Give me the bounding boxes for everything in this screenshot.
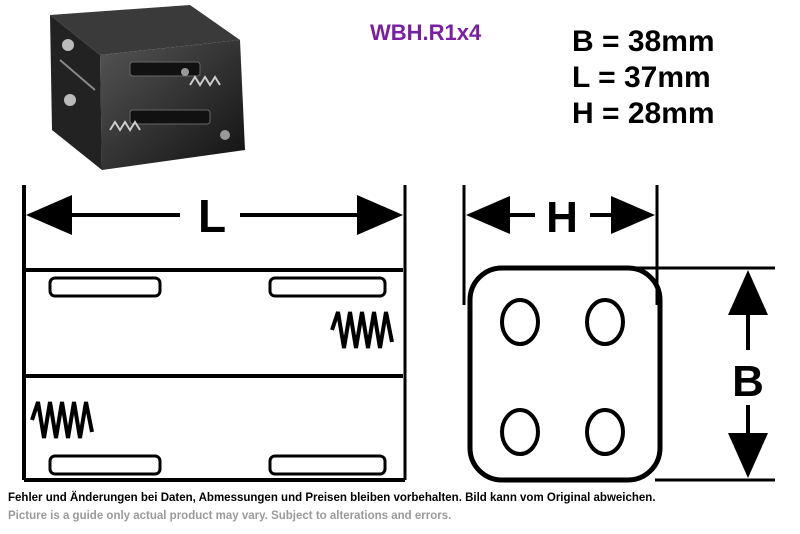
h-arrow-right: [611, 196, 655, 234]
label-b: B: [732, 357, 764, 406]
contact-hole-top-right: [585, 298, 625, 346]
bottom-slot-left: [48, 454, 162, 476]
technical-drawing: L H B: [22, 185, 775, 483]
bottom-slot-right: [268, 454, 387, 476]
h-arrow-left: [466, 196, 510, 234]
dimensions-list: B = 38mm L = 37mm H = 28mm: [572, 24, 715, 132]
b-arrow-bottom: [728, 433, 768, 478]
contact-hole-bottom-left: [500, 408, 540, 456]
label-h: H: [546, 193, 578, 242]
end-view-body: [467, 265, 663, 483]
dimension-b: B = 38mm: [572, 25, 715, 58]
battery-holder-photo: [50, 5, 245, 170]
spring-upper: [330, 311, 394, 349]
dimension-l: L = 37mm: [572, 61, 711, 94]
disclaimer-german: Fehler und Änderungen bei Daten, Abmessu…: [8, 492, 656, 504]
top-slot-left: [48, 276, 162, 298]
label-l: L: [198, 190, 226, 242]
l-arrow-left: [26, 195, 72, 235]
contact-hole-bottom-right: [585, 408, 625, 456]
disclaimer-english: Picture is a guide only actual product m…: [8, 510, 452, 522]
l-arrow-right: [357, 195, 403, 235]
spring-lower: [30, 401, 94, 439]
top-slot-right: [268, 276, 387, 298]
b-arrow-top: [728, 270, 768, 315]
dimension-h: H = 28mm: [572, 97, 715, 130]
model-number: WBH.R1x4: [370, 20, 482, 45]
contact-hole-top-left: [500, 298, 540, 346]
